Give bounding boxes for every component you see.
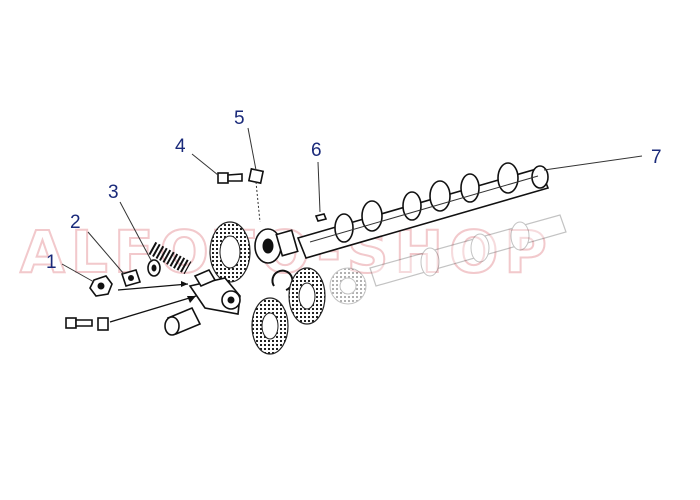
intermediate-sprocket bbox=[288, 267, 326, 325]
callout-4: 4 bbox=[175, 136, 186, 157]
crank-sprocket bbox=[251, 297, 289, 355]
callout-5: 5 bbox=[234, 108, 245, 129]
callout-7: 7 bbox=[651, 147, 662, 168]
callout-2: 2 bbox=[70, 212, 81, 233]
bushing bbox=[164, 306, 202, 336]
callout-6: 6 bbox=[311, 140, 322, 161]
lock-washer bbox=[247, 167, 265, 223]
cam-flange bbox=[254, 228, 299, 264]
cam-sprocket-upper bbox=[209, 221, 251, 283]
callout-3: 3 bbox=[108, 182, 119, 203]
nut bbox=[89, 275, 113, 297]
pivot-bolt bbox=[65, 295, 197, 331]
spacer bbox=[147, 259, 161, 277]
bolt bbox=[217, 172, 243, 184]
ghost-camshaft bbox=[329, 214, 567, 305]
callout-1: 1 bbox=[46, 252, 57, 273]
woodruff-key bbox=[314, 213, 328, 222]
tensioner-arm bbox=[188, 268, 241, 315]
washer bbox=[120, 269, 142, 287]
tensioner-spring bbox=[148, 241, 192, 275]
assembly-arrow bbox=[117, 283, 189, 291]
leader-lines bbox=[61, 127, 643, 283]
camshaft bbox=[296, 162, 550, 259]
